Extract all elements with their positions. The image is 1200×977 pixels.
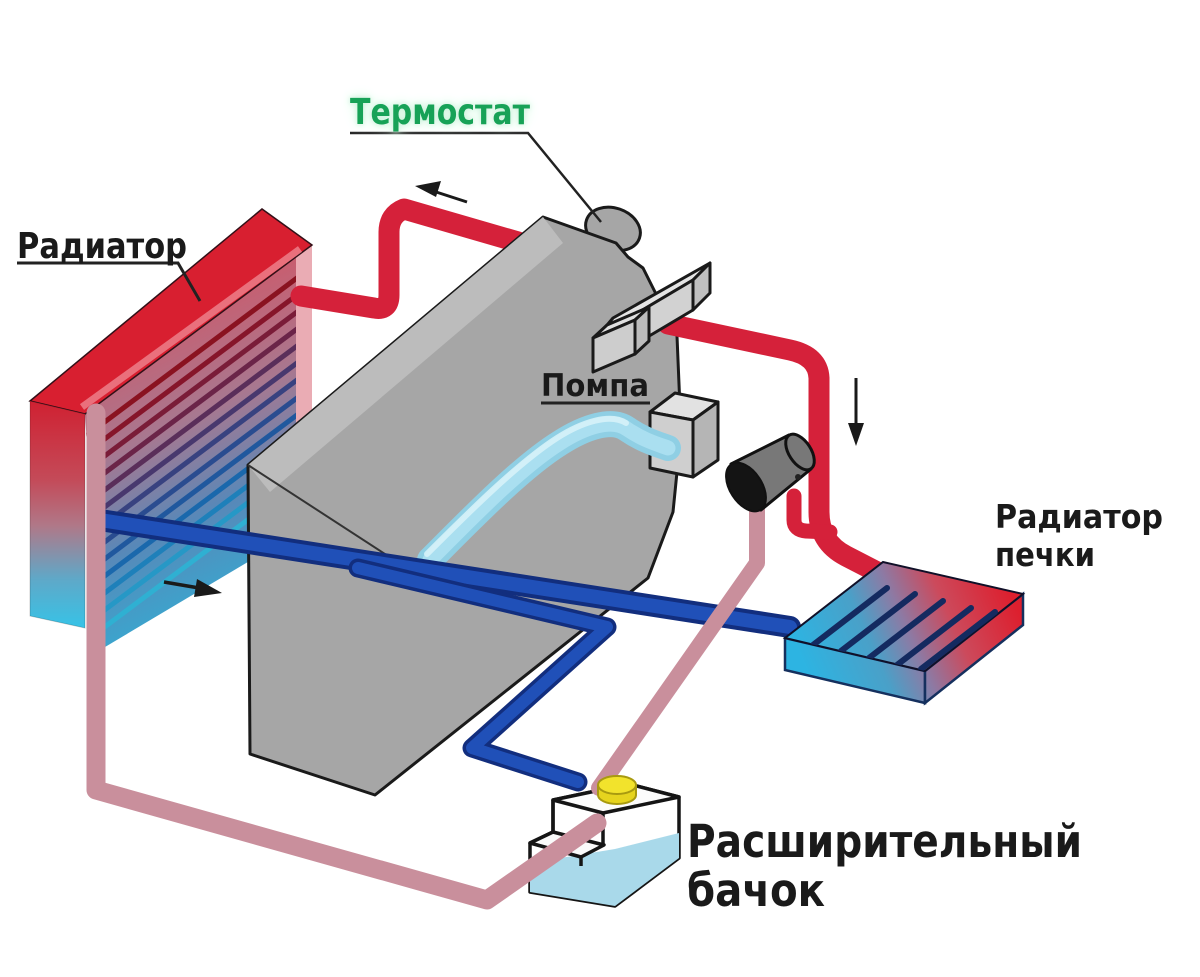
water-pump-flange — [648, 391, 720, 479]
hot-pipe-valve-branch — [786, 488, 838, 540]
radiator-top-highlight — [79, 246, 303, 410]
label-expansion-tank-line1: Расширительный — [687, 815, 1082, 868]
engine-internal-pipe — [417, 411, 681, 573]
label-heater-radiator-line2: печки — [995, 535, 1095, 574]
label-expansion-tank-line2: бачок — [687, 864, 825, 917]
hot-pipe-engine-to-heater — [657, 313, 890, 584]
heater-top-face — [782, 560, 1026, 673]
valve-end-cap — [725, 461, 767, 513]
label-radiator: Радиатор — [17, 226, 187, 267]
heater-radiator — [782, 560, 1026, 706]
flow-arrow-to-radiator — [415, 181, 468, 204]
radiator-left-face — [29, 400, 86, 629]
engine-block — [246, 205, 683, 797]
thermostat-pointer-line — [350, 131, 602, 223]
overflow-pipe-radiator-to-tank — [86, 403, 607, 910]
label-heater-radiator-line1: Радиатор — [995, 497, 1163, 536]
flow-arrow-from-radiator — [163, 579, 222, 597]
heater-tubes — [810, 585, 998, 671]
label-pump: Помпа — [541, 368, 649, 404]
flange-small-front — [591, 318, 637, 374]
label-thermostat: Термостат — [350, 92, 530, 133]
tank-liquid — [530, 833, 679, 906]
heater-valve-cylinder — [725, 432, 816, 513]
cold-pipe-to-expansion-tank — [348, 558, 617, 792]
radiator-pointer-line — [17, 261, 202, 302]
cold-pipe-radiator-to-engine — [89, 509, 801, 638]
expansion-tank — [528, 782, 681, 908]
thermostat-outlet-flange — [591, 261, 712, 374]
valve-nipple — [795, 474, 801, 480]
engine-top-highlight — [248, 217, 563, 492]
flow-arrow-to-heater — [848, 378, 864, 446]
hot-pipe-engine-to-radiator — [290, 198, 529, 319]
filler-cap — [597, 775, 637, 805]
overflow-pipe-valve-to-tank — [591, 495, 765, 796]
